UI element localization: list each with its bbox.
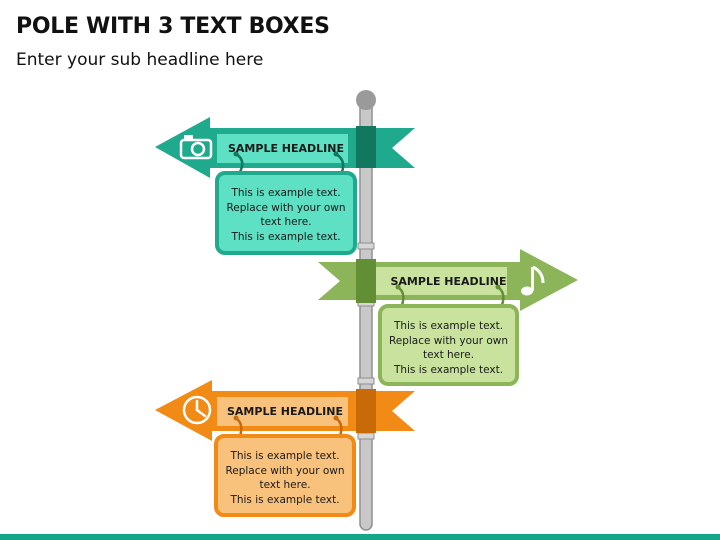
sign-3-headline: SAMPLE HEADLINE (227, 405, 343, 418)
music-note-icon (521, 265, 545, 296)
slide-title: POLE WITH 3 TEXT BOXES (16, 14, 330, 39)
sign-2-body: This is example text. Replace with your … (382, 319, 515, 377)
clock-icon (182, 395, 212, 425)
sign-1-arrow (155, 117, 415, 178)
sign-3-line-3: text here. (259, 479, 311, 491)
slide-subtitle: Enter your sub headline here (16, 50, 264, 70)
sign-1-line-4: This is example text. (231, 230, 341, 243)
sign-1-text-box (215, 171, 357, 255)
sign-3-text-box (214, 434, 356, 517)
sign-1-line-3: text here. (260, 216, 312, 228)
sign-2-line-4: This is example text. (393, 363, 504, 376)
sign-1-line-2: Replace with your own (226, 201, 346, 214)
sign-2-headline: SAMPLE HEADLINE (390, 275, 507, 288)
sign-1-headline: SAMPLE HEADLINE (228, 142, 344, 155)
sign-3-line-4: This is example text. (230, 493, 340, 506)
sign-2-arrow (318, 249, 578, 311)
footer-bar (0, 534, 720, 540)
sign-2-line-1: This is example text. (393, 320, 504, 332)
sign-2-line-3: text here. (422, 349, 475, 361)
sign-2-text-box (378, 304, 519, 386)
sign-1-body: This is example text. Replace with your … (219, 186, 353, 244)
sign-1-line-1: This is example text. (231, 187, 341, 199)
sign-3-body: This is example text. Replace with your … (218, 449, 352, 507)
sign-3-line-2: Replace with your own (225, 464, 345, 477)
camera-icon (179, 135, 213, 160)
sign-3-line-1: This is example text. (230, 450, 340, 462)
sign-2-line-2: Replace with your own (388, 334, 509, 347)
